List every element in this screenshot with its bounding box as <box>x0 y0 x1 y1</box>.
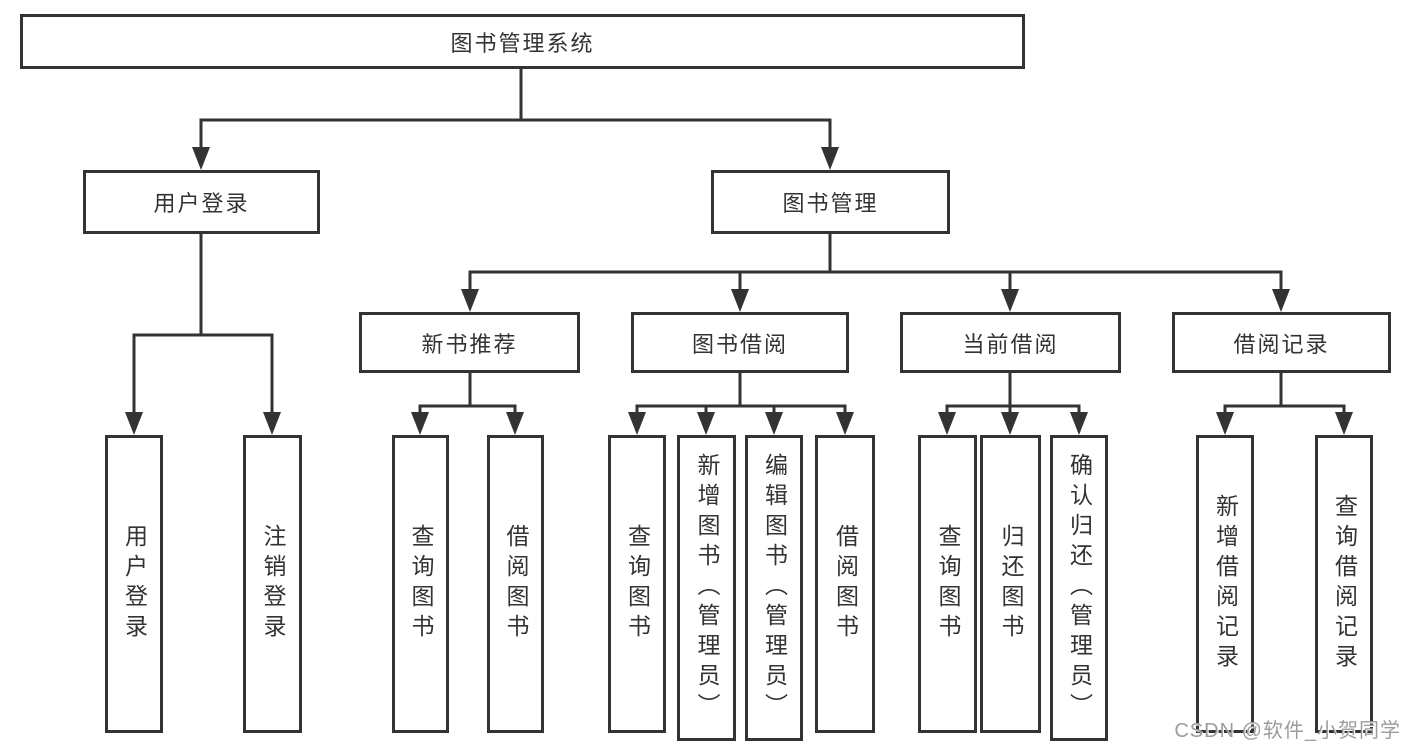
leaf-query-books-borrow: 查询图书 <box>608 435 666 733</box>
node-label: 新增图书（管理员） <box>694 453 720 723</box>
edges-current-borrow <box>938 371 1088 435</box>
node-label: 用户登录 <box>153 191 250 216</box>
node-label: 图书借阅 <box>691 331 788 357</box>
leaf-query-books-recommend: 查询图书 <box>392 435 449 733</box>
arrow-down-icon <box>461 289 479 312</box>
node-label: 确认归还（管理员） <box>1066 453 1093 723</box>
arrow-down-icon <box>765 412 783 435</box>
node-label: 查询借阅记录 <box>1331 494 1358 674</box>
node-label: 借阅图书 <box>832 524 859 644</box>
edges-book-borrow <box>628 371 854 435</box>
arrow-down-icon <box>1001 412 1019 435</box>
leaf-borrow-books-recommend: 借阅图书 <box>487 435 544 733</box>
arrow-down-icon <box>125 412 143 435</box>
node-label: 新增借阅记录 <box>1212 494 1239 674</box>
arrow-down-icon <box>411 412 429 435</box>
arrow-down-icon <box>1070 412 1088 435</box>
node-library-management-system: 图书管理系统 <box>20 14 1025 69</box>
leaf-query-books-current: 查询图书 <box>918 435 977 733</box>
node-label: 查询图书 <box>408 524 434 644</box>
node-label: 编辑图书（管理员） <box>761 453 788 723</box>
arrow-down-icon <box>821 147 839 170</box>
leaf-add-borrow-record: 新增借阅记录 <box>1196 435 1254 733</box>
node-book-borrow: 图书借阅 <box>631 312 849 373</box>
node-current-borrow: 当前借阅 <box>900 312 1121 373</box>
node-label: 借阅记录 <box>1233 331 1330 357</box>
node-label: 当前借阅 <box>962 331 1059 357</box>
node-label: 借阅图书 <box>503 524 529 644</box>
leaf-query-borrow-record: 查询借阅记录 <box>1315 435 1373 733</box>
arrow-down-icon <box>938 412 956 435</box>
leaf-borrow-books: 借阅图书 <box>815 435 875 733</box>
leaf-confirm-return-admin: 确认归还（管理员） <box>1050 435 1108 741</box>
node-book-management: 图书管理 <box>711 170 950 234</box>
node-label: 归还图书 <box>998 524 1024 644</box>
arrow-down-icon <box>697 412 715 435</box>
leaf-add-books-admin: 新增图书（管理员） <box>677 435 736 741</box>
node-borrow-records: 借阅记录 <box>1172 312 1391 373</box>
arrow-down-icon <box>1216 412 1234 435</box>
node-label: 图书管理系统 <box>450 30 595 56</box>
edges-new-book-recommend <box>411 371 524 435</box>
edges-borrow-records <box>1216 371 1353 435</box>
node-label: 查询图书 <box>624 524 651 644</box>
edges-book-management <box>461 231 1290 312</box>
node-user-login: 用户登录 <box>83 170 320 234</box>
arrow-down-icon <box>1001 289 1019 312</box>
arrow-down-icon <box>506 412 524 435</box>
arrow-down-icon <box>1272 289 1290 312</box>
edges-root <box>192 67 839 170</box>
node-label: 注销登录 <box>260 524 286 644</box>
leaf-logout: 注销登录 <box>243 435 302 733</box>
arrow-down-icon <box>263 412 281 435</box>
arrow-down-icon <box>192 147 210 170</box>
csdn-watermark: CSDN @软件_小贺同学 <box>1174 720 1401 742</box>
arrow-down-icon <box>836 412 854 435</box>
arrow-down-icon <box>1335 412 1353 435</box>
node-new-book-recommend: 新书推荐 <box>359 312 580 373</box>
arrow-down-icon <box>628 412 646 435</box>
node-label: 查询图书 <box>935 524 961 644</box>
node-label: 图书管理 <box>782 191 879 216</box>
node-label: 用户登录 <box>121 524 148 644</box>
arrow-down-icon <box>731 289 749 312</box>
leaf-return-books: 归还图书 <box>980 435 1041 733</box>
leaf-edit-books-admin: 编辑图书（管理员） <box>745 435 803 741</box>
edges-user-login <box>125 231 281 435</box>
node-label: 新书推荐 <box>421 331 518 357</box>
leaf-user-login: 用户登录 <box>105 435 163 733</box>
